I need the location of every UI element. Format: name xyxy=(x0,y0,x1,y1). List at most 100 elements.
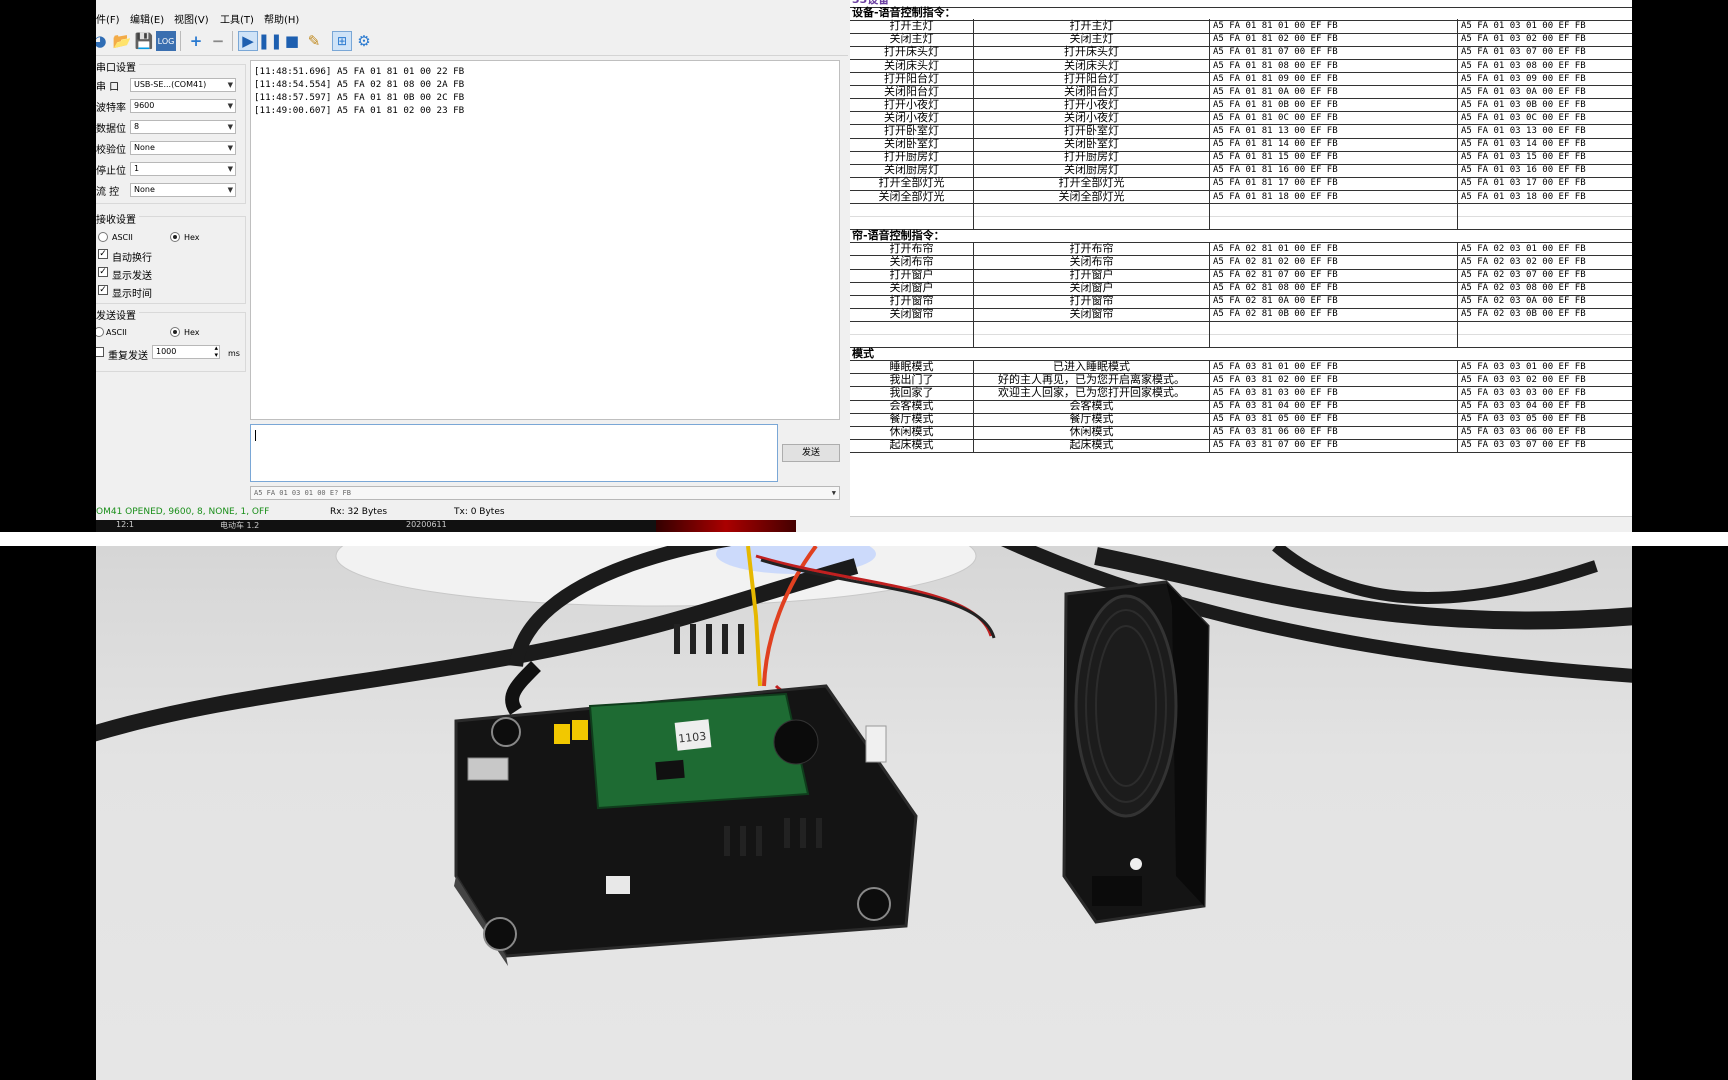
recv-code-cell[interactable]: A5 FA 03 81 06 00 EF FB xyxy=(1210,425,1458,440)
section-header-row[interactable]: 设备-语音控制指令： xyxy=(850,6,1632,21)
recv-code-cell[interactable]: A5 FA 01 81 07 00 EF FB xyxy=(1210,45,1458,60)
voice-command-cell[interactable]: 打开全部灯光 xyxy=(850,176,974,191)
voice-reply-cell[interactable]: 会客模式 xyxy=(974,399,1210,414)
voice-command-cell[interactable]: 打开床头灯 xyxy=(850,45,974,60)
voice-command-cell[interactable]: 关闭小夜灯 xyxy=(850,110,974,126)
voice-reply-cell[interactable]: 已进入睡眠模式 xyxy=(974,359,1210,375)
menu-edit[interactable]: 编辑(E) xyxy=(130,15,165,26)
voice-command-cell[interactable]: 关闭厨房灯 xyxy=(850,163,974,178)
send-code-cell[interactable]: A5 FA 03 03 07 00 EF FB xyxy=(1461,440,1586,451)
voice-command-cell[interactable]: 打开厨房灯 xyxy=(850,150,974,165)
recv-code-cell[interactable]: A5 FA 01 81 01 00 EF FB xyxy=(1210,19,1458,34)
send-code-cell[interactable]: A5 FA 01 03 08 00 EF FB xyxy=(1461,60,1586,71)
stepper-arrows-icon[interactable]: ▴▾ xyxy=(214,344,218,359)
section-header-row[interactable]: 模式 xyxy=(850,347,1632,362)
port-select[interactable]: USB-SE...(COM41)▼ xyxy=(130,78,236,92)
recv-ascii-radio[interactable] xyxy=(98,232,108,242)
voice-command-cell[interactable]: 会客模式 xyxy=(850,399,974,414)
recv-code-cell[interactable]: A5 FA 02 81 0A 00 EF FB xyxy=(1210,294,1458,309)
send-code-cell[interactable]: A5 FA 01 03 15 00 EF FB xyxy=(1461,152,1586,163)
spacer-row[interactable] xyxy=(850,215,1632,231)
spacer-row[interactable] xyxy=(850,320,1632,335)
interval-stepper[interactable]: 1000▴▾ xyxy=(152,345,220,359)
empty-cell[interactable] xyxy=(1210,333,1458,349)
recv-code-cell[interactable]: A5 FA 01 81 0B 00 EF FB xyxy=(1210,97,1458,113)
send-code-cell[interactable]: A5 FA 01 03 18 00 EF FB xyxy=(1461,191,1586,202)
voice-command-cell[interactable]: 关闭窗帘 xyxy=(850,307,974,322)
receive-area[interactable]: [11:48:51.696] A5 FA 01 81 01 00 22 FB [… xyxy=(250,60,840,420)
recv-code-cell[interactable]: A5 FA 01 81 16 00 EF FB xyxy=(1210,163,1458,178)
auto-wrap-checkbox[interactable]: ✓ xyxy=(98,249,108,259)
send-code-cell[interactable]: A5 FA 03 03 06 00 EF FB xyxy=(1461,427,1586,438)
voice-command-cell[interactable]: 睡眠模式 xyxy=(850,359,974,375)
send-button[interactable]: 发送 xyxy=(782,444,840,462)
send-code-cell[interactable]: A5 FA 02 03 0B 00 EF FB xyxy=(1461,309,1586,320)
voice-reply-cell[interactable]: 关闭布帘 xyxy=(974,255,1210,270)
show-time-checkbox[interactable]: ✓ xyxy=(98,285,108,295)
voice-reply-cell[interactable]: 打开小夜灯 xyxy=(974,97,1210,113)
spacer-row[interactable] xyxy=(850,202,1632,218)
voice-command-cell[interactable]: 关闭窗户 xyxy=(850,281,974,296)
voice-reply-cell[interactable]: 休闲模式 xyxy=(974,425,1210,440)
recv-code-cell[interactable]: A5 FA 01 81 0A 00 EF FB xyxy=(1210,84,1458,100)
voice-reply-cell[interactable]: 关闭窗帘 xyxy=(974,307,1210,322)
send-code-cell[interactable]: A5 FA 01 03 14 00 EF FB xyxy=(1461,139,1586,150)
pause-icon[interactable]: ❚❚ xyxy=(257,32,283,50)
recv-code-cell[interactable]: A5 FA 03 81 02 00 EF FB xyxy=(1210,372,1458,388)
voice-command-cell[interactable]: 关闭全部灯光 xyxy=(850,189,974,204)
voice-command-cell[interactable]: 打开窗户 xyxy=(850,268,974,283)
recv-code-cell[interactable]: A5 FA 01 81 08 00 EF FB xyxy=(1210,58,1458,73)
send-code-cell[interactable]: A5 FA 02 03 07 00 EF FB xyxy=(1461,270,1586,281)
voice-reply-cell[interactable]: 欢迎主人回家，已为您打开回家模式。 xyxy=(974,386,1210,401)
voice-reply-cell[interactable]: 打开窗帘 xyxy=(974,294,1210,309)
voice-command-cell[interactable]: 起床模式 xyxy=(850,438,974,453)
voice-command-cell[interactable]: 餐厅模式 xyxy=(850,412,974,427)
voice-reply-cell[interactable]: 打开主灯 xyxy=(974,19,1210,34)
table-row[interactable]: 我回家了欢迎主人回家，已为您打开回家模式。A5 FA 03 81 03 00 E… xyxy=(850,386,1632,401)
send-code-cell[interactable]: A5 FA 03 03 04 00 EF FB xyxy=(1461,401,1586,412)
empty-cell[interactable] xyxy=(974,320,1210,335)
send-code-cell[interactable]: A5 FA 01 03 07 00 EF FB xyxy=(1461,47,1586,58)
recv-code-cell[interactable]: A5 FA 01 81 02 00 EF FB xyxy=(1210,32,1458,47)
recv-code-cell[interactable]: A5 FA 01 81 17 00 EF FB xyxy=(1210,176,1458,191)
voice-command-cell[interactable]: 关闭主灯 xyxy=(850,32,974,47)
send-code-cell[interactable]: A5 FA 01 03 0A 00 EF FB xyxy=(1461,86,1586,97)
voice-command-cell[interactable]: 我出门了 xyxy=(850,372,974,388)
send-input[interactable] xyxy=(250,424,778,482)
flow-control-select[interactable]: None▼ xyxy=(130,183,236,197)
voice-command-cell[interactable]: 打开窗帘 xyxy=(850,294,974,309)
voice-reply-cell[interactable]: 打开阳台灯 xyxy=(974,71,1210,87)
table-row[interactable]: 我出门了好的主人再见，已为您开启离家模式。A5 FA 03 81 02 00 E… xyxy=(850,372,1632,388)
send-code-cell[interactable]: A5 FA 02 03 08 00 EF FB xyxy=(1461,283,1586,294)
empty-cell[interactable] xyxy=(850,333,974,349)
voice-reply-cell[interactable]: 打开卧室灯 xyxy=(974,124,1210,139)
send-history-select[interactable]: A5 FA 01 03 01 00 E? FB▼ xyxy=(250,486,840,500)
log-icon[interactable]: LOG xyxy=(156,31,176,51)
recv-code-cell[interactable]: A5 FA 02 81 08 00 EF FB xyxy=(1210,281,1458,296)
recv-code-cell[interactable]: A5 FA 03 81 05 00 EF FB xyxy=(1210,412,1458,427)
recv-code-cell[interactable]: A5 FA 01 81 09 00 EF FB xyxy=(1210,71,1458,87)
voice-command-cell[interactable]: 休闲模式 xyxy=(850,425,974,440)
send-code-cell[interactable]: A5 FA 02 03 01 00 EF FB xyxy=(1461,243,1586,254)
send-code-cell[interactable]: A5 FA 02 03 02 00 EF FB xyxy=(1461,257,1586,267)
send-code-cell[interactable]: A5 FA 03 03 05 00 EF FB xyxy=(1461,414,1586,425)
send-ascii-radio[interactable] xyxy=(96,327,104,337)
voice-reply-cell[interactable]: 关闭窗户 xyxy=(974,281,1210,296)
voice-reply-cell[interactable]: 打开全部灯光 xyxy=(974,176,1210,191)
recv-code-cell[interactable]: A5 FA 02 81 0B 00 EF FB xyxy=(1210,307,1458,322)
refresh-icon[interactable]: ◕ xyxy=(96,32,107,50)
